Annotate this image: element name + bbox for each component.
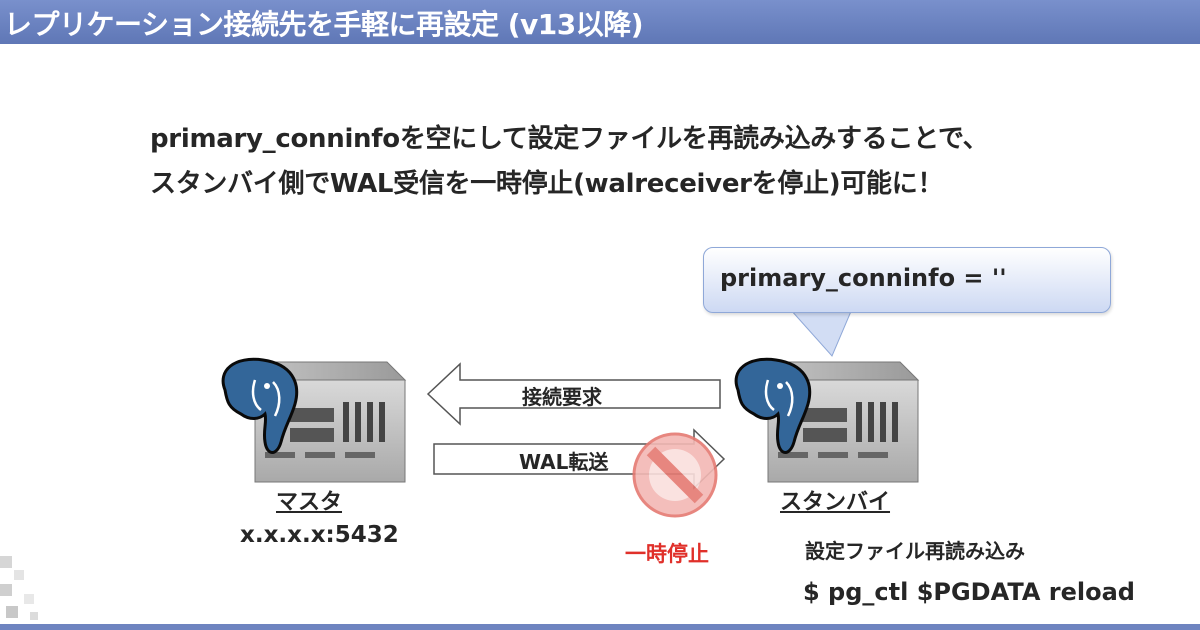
callout-box: primary_conninfo = '' xyxy=(703,247,1111,313)
wal-arrow-label: WAL転送 xyxy=(519,450,609,474)
decorative-corner-squares xyxy=(0,556,38,620)
callout-pointer xyxy=(788,308,853,357)
bottom-bar xyxy=(0,624,1200,630)
standby-server-icon xyxy=(734,357,920,483)
master-label: マスタ xyxy=(276,490,343,515)
master-server-icon xyxy=(221,357,407,483)
reload-note: 設定ファイル再読み込み xyxy=(805,539,1025,563)
no-entry-icon xyxy=(632,432,718,518)
request-arrow xyxy=(426,362,721,426)
standby-label: スタンバイ xyxy=(780,490,891,515)
slide-title: レプリケーション接続先を手軽に再設定 (v13以降) xyxy=(4,8,644,41)
lead-line-1: primary_conninfoを空にして設定ファイルを再読み込みすることで、 xyxy=(150,124,989,154)
lead-line-2: スタンバイ側でWAL受信を一時停止(walreceiverを停止)可能に！ xyxy=(150,169,944,199)
reload-command: $ pg_ctl $PGDATA reload xyxy=(803,578,1135,606)
callout-text: primary_conninfo = '' xyxy=(720,264,1007,292)
stop-label: 一時停止 xyxy=(625,542,709,566)
title-bar: レプリケーション接続先を手軽に再設定 (v13以降) xyxy=(0,0,1200,44)
request-arrow-label: 接続要求 xyxy=(522,385,602,409)
master-address: x.x.x.x:5432 xyxy=(240,522,399,548)
